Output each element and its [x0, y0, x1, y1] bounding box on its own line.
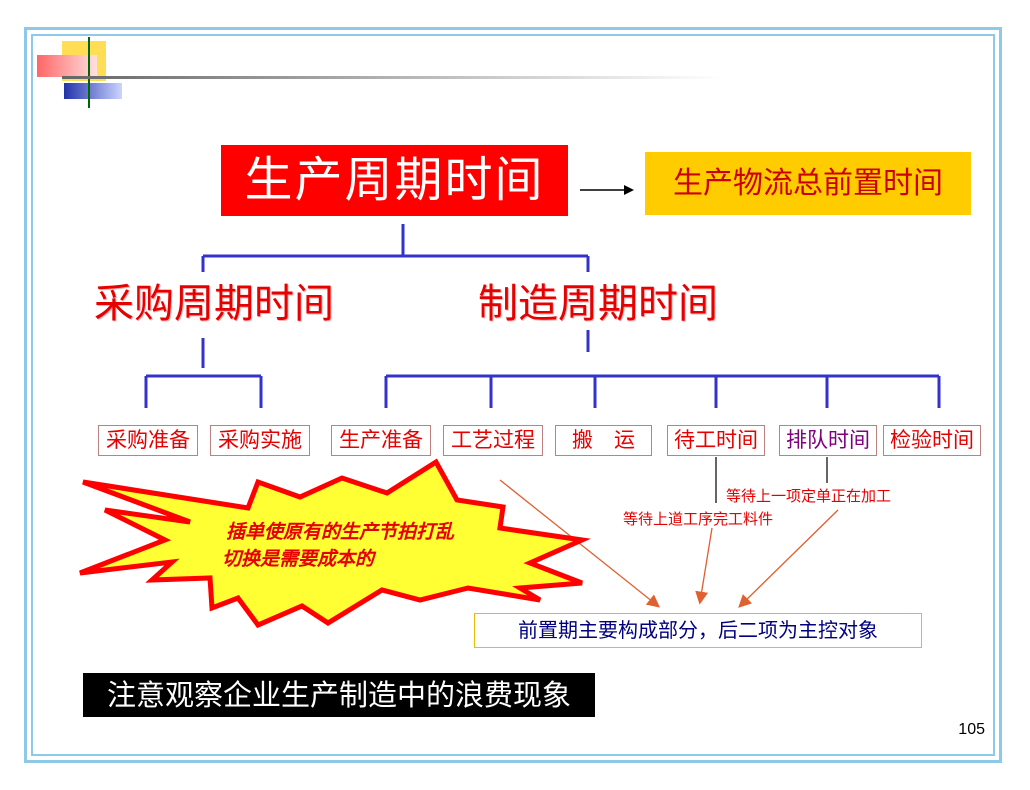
logo-pink-bar — [37, 55, 97, 77]
slide-frame-inner — [31, 34, 995, 756]
slide-frame-outer — [24, 27, 1002, 763]
burst-shape — [79, 458, 591, 629]
summary-box: 前置期主要构成部分，后二项为主控对象 — [474, 613, 922, 648]
note-queue: 等待上一项定单正在加工 — [726, 487, 892, 505]
equivalence-arrow — [580, 185, 634, 195]
leaf-queue-time: 排队时间 — [779, 425, 877, 456]
branch-procurement-cycle: 采购周期时间 — [94, 281, 334, 327]
logo-blue-bar — [64, 83, 122, 99]
burst-text-line2: 切换是需要成本的 — [222, 548, 375, 570]
note-wait: 等待上道工序完工料件 — [623, 510, 774, 528]
leaf-production-prep: 生产准备 — [331, 425, 431, 456]
leaf-waiting-time: 待工时间 — [667, 425, 765, 456]
bottom-banner: 注意观察企业生产制造中的浪费现象 — [83, 673, 595, 717]
equivalent-box: 生产物流总前置时间 — [645, 152, 971, 215]
burst-text-line1: 插单使原有的生产节拍打乱 — [226, 521, 455, 543]
leaf-process: 工艺过程 — [443, 425, 543, 456]
leaf-transport: 搬 运 — [555, 425, 652, 456]
leaf-procurement-exec: 采购实施 — [210, 425, 310, 456]
title-box: 生产周期时间 — [221, 145, 568, 216]
branch-manufacturing-cycle: 制造周期时间 — [478, 281, 718, 327]
leaf-procurement-prep: 采购准备 — [98, 425, 198, 456]
header-rule — [62, 76, 722, 79]
page-number: 105 — [958, 721, 985, 738]
leaf-inspection-time: 检验时间 — [883, 425, 981, 456]
